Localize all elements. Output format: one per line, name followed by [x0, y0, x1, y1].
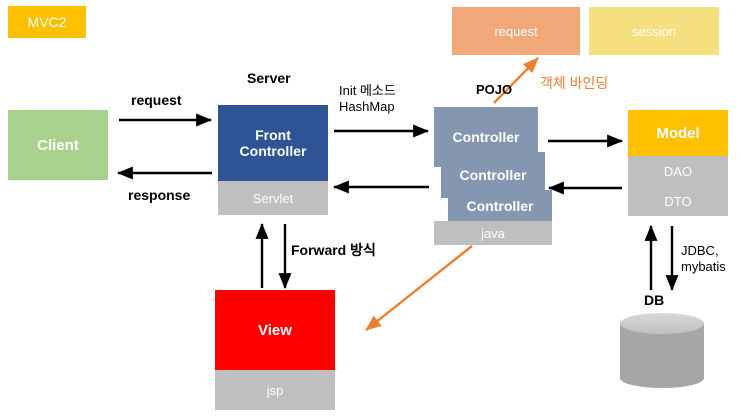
db-cylinder-top [620, 313, 704, 334]
front-controller-box: Front Controller [218, 105, 328, 181]
dao-box: DAO [628, 156, 728, 186]
jsp-layer-box: jsp [215, 370, 335, 410]
label-forward: Forward 방식 [291, 242, 376, 258]
label-db: DB [644, 292, 665, 308]
db-cylinder-bottom [620, 368, 704, 388]
mvc2-badge: MVC2 [8, 6, 86, 38]
servlet-layer-box: Servlet [218, 181, 328, 215]
label-server: Server [247, 70, 291, 86]
label-response: response [128, 187, 191, 203]
client-box: Client [8, 110, 108, 180]
label-request: request [131, 92, 182, 108]
dto-box: DTO [628, 186, 728, 216]
label-object-binding: 객체 바인딩 [540, 75, 609, 91]
request-scope-box: request [452, 7, 580, 55]
model-box: Model [628, 110, 728, 156]
label-pojo: POJO [476, 82, 513, 97]
label-jdbc: JDBC, mybatis [681, 243, 726, 275]
controller-box-3: Controller [448, 190, 552, 221]
arrow-java-to-view [365, 245, 473, 331]
label-init-hashmap: Init 메소드 HashMap [339, 83, 396, 115]
database-cylinder [620, 313, 704, 388]
view-box: View [215, 290, 335, 370]
session-scope-box: session [589, 7, 719, 55]
java-layer-box: java [434, 221, 552, 245]
